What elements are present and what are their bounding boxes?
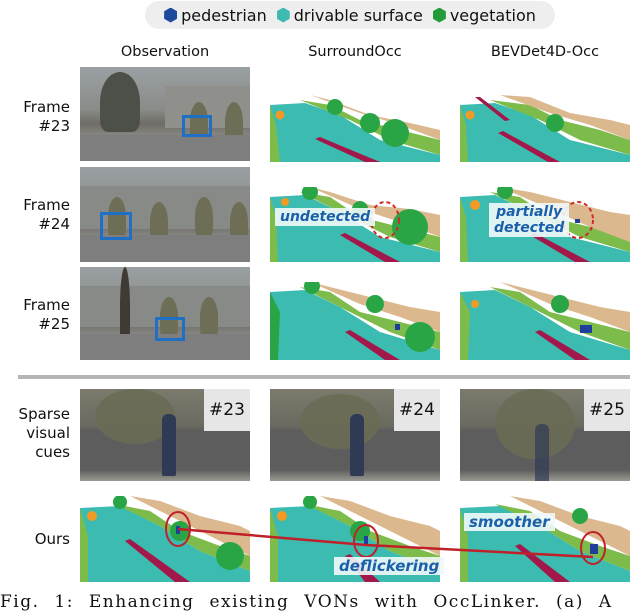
legend: pedestrian drivable surface vegetation <box>145 1 555 29</box>
bevdet4d-occ-frame-23 <box>460 95 630 162</box>
sparse-cue-24: #24 <box>270 389 440 481</box>
occupancy-map <box>460 496 630 582</box>
callout-partially-detected: partially detected <box>489 203 570 237</box>
row-label-line: Frame <box>23 296 70 314</box>
callout-line: partially <box>496 204 563 220</box>
legend-label: vegetation <box>449 5 536 25</box>
callout-line: detected <box>494 220 565 236</box>
column-header-bevdet4d-occ: BEVDet4D-Occ <box>490 44 600 60</box>
sparse-cue-25: #25 <box>460 389 630 481</box>
pedestrian-figure <box>350 414 364 476</box>
tree <box>190 102 208 142</box>
row-label-line: cues <box>35 443 70 461</box>
observation-frame-25 <box>80 267 250 360</box>
row-label-line: #25 <box>38 315 70 333</box>
callout-undetected: undetected <box>275 208 376 226</box>
observation-frame-23 <box>80 67 250 161</box>
tree <box>150 202 168 242</box>
occupancy-map <box>270 282 440 360</box>
column-header-surroundocc: SurroundOcc <box>308 44 402 60</box>
drivable-surface-cube-icon <box>276 7 290 23</box>
legend-label: drivable surface <box>293 5 423 25</box>
bevdet4d-occ-frame-25 <box>460 282 630 360</box>
sparse-cue-23: #23 <box>80 389 250 481</box>
tree <box>200 297 218 337</box>
observation-frame-24 <box>80 167 250 262</box>
row-label-line: #24 <box>38 215 70 233</box>
column-header-observation: Observation <box>120 44 210 60</box>
tree <box>120 267 130 347</box>
legend-item-drivable-surface: drivable surface <box>276 5 423 25</box>
tree-foliage <box>300 394 380 449</box>
row-label-line: #23 <box>38 117 70 135</box>
pedestrian-figure <box>162 414 176 476</box>
vegetation-cube-icon <box>432 7 446 23</box>
callout-smoother: smoother <box>464 513 555 531</box>
tree <box>195 197 213 237</box>
row-label-frame-23: Frame #23 <box>0 98 70 136</box>
legend-label: pedestrian <box>181 5 267 25</box>
legend-item-vegetation: vegetation <box>432 5 536 25</box>
tree <box>108 197 126 237</box>
road <box>80 134 250 161</box>
figure-caption: Fig. 1: Enhancing existing VONs with Occ… <box>0 592 613 612</box>
pedestrian-bbox <box>155 317 185 341</box>
tree <box>230 202 248 242</box>
surroundocc-frame-24 <box>270 187 440 262</box>
row-label-line: Frame <box>23 196 70 214</box>
frame-tag: #23 <box>204 389 250 431</box>
ours-frame-23 <box>80 496 250 582</box>
row-label-line: Sparse <box>18 405 70 423</box>
surroundocc-frame-23 <box>270 95 440 162</box>
pedestrian-bbox <box>100 212 132 240</box>
frame-tag: #25 <box>584 389 630 431</box>
tree <box>100 72 140 132</box>
legend-item-pedestrian: pedestrian <box>164 6 267 25</box>
frame-tag: #24 <box>394 389 440 431</box>
pedestrian-figure <box>535 424 549 481</box>
occupancy-map <box>460 282 630 360</box>
row-label-line: Frame <box>23 98 70 116</box>
row-label-frame-24: Frame #24 <box>0 196 70 234</box>
row-label-line: visual <box>26 424 70 442</box>
row-label-ours: Ours <box>34 530 70 548</box>
section-divider <box>18 375 630 379</box>
tree <box>225 102 243 142</box>
occupancy-map <box>460 95 630 162</box>
ours-frame-25 <box>460 496 630 582</box>
occupancy-map <box>270 95 440 162</box>
pedestrian-bbox <box>182 115 212 137</box>
surroundocc-frame-25 <box>270 282 440 360</box>
tree-foliage <box>95 389 175 444</box>
pedestrian-cube-icon <box>164 7 178 23</box>
occupancy-map <box>80 496 250 582</box>
callout-deflickering: deflickering <box>334 557 445 575</box>
row-label-frame-25: Frame #25 <box>0 296 70 334</box>
row-label-sparse-visual-cues: Sparse visual cues <box>0 405 70 462</box>
